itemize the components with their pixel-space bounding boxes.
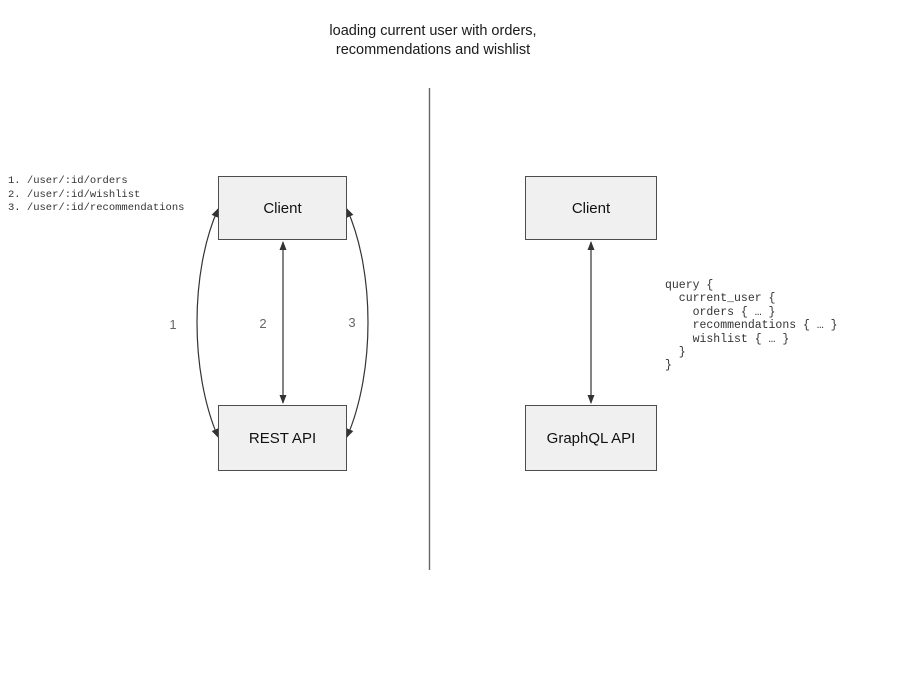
graphql-api-box: GraphQL API [525, 405, 657, 471]
arrow-label-1: 1 [169, 317, 177, 332]
diagram-title: loading current user with orders, recomm… [0, 22, 866, 60]
client-box-right: Client [525, 176, 657, 240]
rest-endpoints-list: 1. /user/:id/orders 2. /user/:id/wishlis… [8, 175, 185, 214]
client-box-left: Client [218, 176, 347, 240]
diagram-title-line1: loading current user with orders, [329, 23, 537, 39]
arrow-label-3: 3 [348, 315, 356, 330]
graphql-api-box-label: GraphQL API [546, 429, 636, 447]
diagram-title-line2: recommendations and wishlist [335, 42, 531, 58]
rest-api-box: REST API [218, 405, 347, 471]
graphql-query-code: query { current_user { orders { … } reco… [665, 279, 838, 373]
client-box-right-label: Client [571, 199, 611, 217]
arrow-label-2: 2 [259, 316, 267, 331]
client-box-left-label: Client [263, 199, 302, 217]
arrow-orders-curve [196, 208, 219, 438]
arrow-recommendations-curve [346, 208, 369, 438]
rest-api-box-label: REST API [248, 429, 317, 447]
